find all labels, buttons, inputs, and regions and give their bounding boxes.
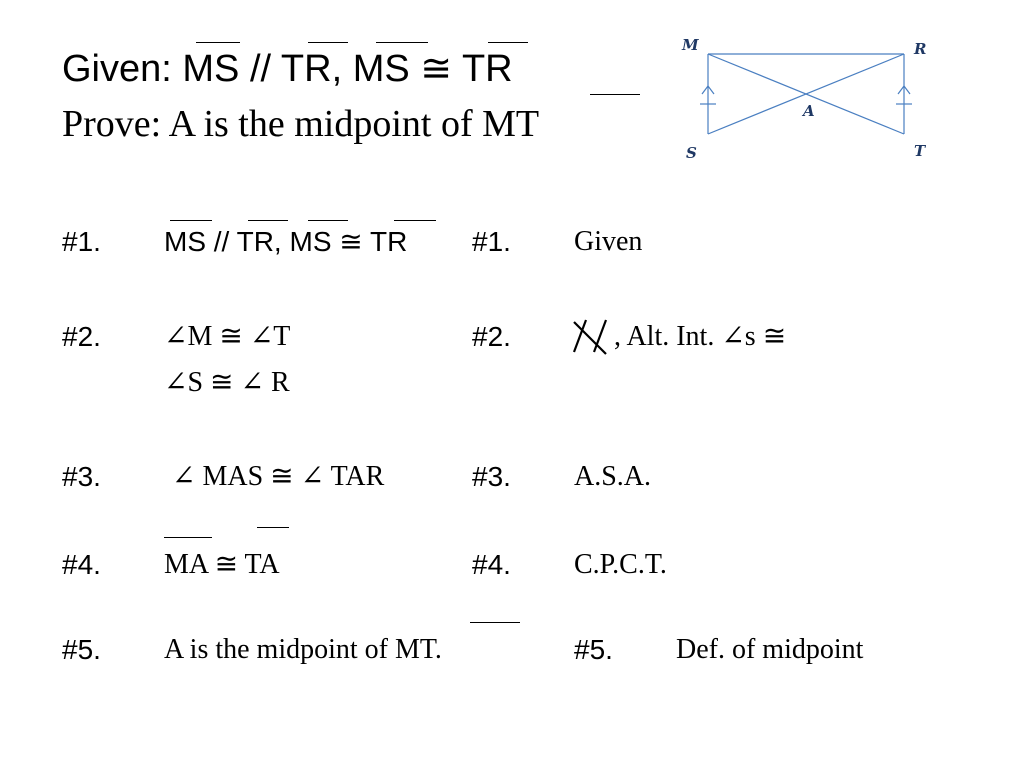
- reason-number: #4.: [472, 549, 511, 580]
- step-number: #2.: [62, 321, 101, 352]
- step-number: #4.: [62, 549, 101, 580]
- reason-number: #1.: [472, 226, 511, 257]
- statement: ∠M ≅ ∠T: [164, 321, 291, 352]
- overline-ta: [257, 527, 289, 528]
- overline-tr: [308, 42, 348, 43]
- statement: MS // TR, MS ≅ TR: [164, 226, 408, 257]
- statement: A is the midpoint of MT.: [164, 634, 442, 665]
- reason: Given: [574, 226, 643, 257]
- reason: C.P.C.T.: [574, 549, 667, 580]
- label-a: A: [801, 102, 815, 120]
- label-t: T: [914, 142, 927, 160]
- overline-ms: [196, 42, 240, 43]
- label-r: R: [913, 40, 926, 58]
- statement: ∠ MAS ≅ ∠ TAR: [172, 461, 385, 492]
- overline-ms: [308, 220, 348, 221]
- step-number: #1.: [62, 226, 101, 257]
- bowtie-diagram: M R A S T: [681, 36, 927, 162]
- overline-mt: [470, 622, 520, 623]
- prove-line: Prove: A is the midpoint of MT: [62, 103, 540, 145]
- overline-mt: [590, 94, 640, 95]
- overline-tr: [488, 42, 528, 43]
- reason: A.S.A.: [574, 461, 652, 492]
- label-m: M: [681, 36, 699, 54]
- parallel-arrow-ms: [701, 85, 715, 95]
- label-s: S: [686, 144, 697, 162]
- segment-sr: [707, 53, 905, 135]
- reason-number: #2.: [472, 321, 511, 352]
- step-number: #3.: [62, 461, 101, 492]
- reason: Def. of midpoint: [676, 634, 864, 665]
- given-line: Given: MS // TR, MS ≅ TR: [62, 48, 513, 90]
- overline-ms: [170, 220, 212, 221]
- statement-continued: ∠S ≅ ∠ R: [164, 367, 290, 398]
- overline-tr: [394, 220, 436, 221]
- overline-ms: [376, 42, 428, 43]
- step-number: #5.: [62, 634, 101, 665]
- parallel-crossed-symbol: [572, 319, 608, 355]
- reason-number: #5.: [574, 634, 613, 665]
- reason-number: #3.: [472, 461, 511, 492]
- statement: MA ≅ TA: [164, 549, 280, 580]
- parallel-arrow-tr: [897, 85, 911, 95]
- overline-ma: [164, 537, 212, 538]
- reason: , Alt. Int. ∠s ≅: [614, 321, 787, 352]
- overline-tr: [248, 220, 288, 221]
